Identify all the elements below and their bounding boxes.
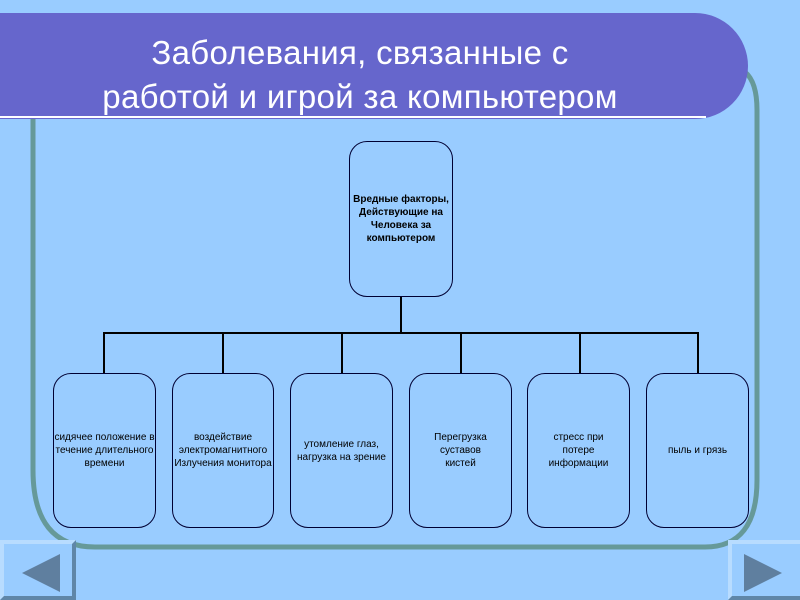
child-node-label: утомление глаз, нагрузка на зрение [297,438,386,463]
title-bar: Заболевания, связанные с работой и игрой… [0,13,748,119]
connector-drop-4 [460,332,462,373]
root-node-label: Вредные факторы, Действующие на Человека… [353,194,449,244]
child-node-label: сидячее положение в течение длительного … [54,432,155,469]
diagram-child-node: утомление глаз, нагрузка на зрение [290,373,393,528]
connector-root-stem [400,296,402,334]
diagram-root-node: Вредные факторы, Действующие на Человека… [349,141,453,297]
title-line-2: работой и игрой за компьютером [102,78,618,115]
previous-slide-button[interactable] [0,540,76,600]
connector-drop-5 [579,332,581,373]
connector-drop-1 [103,332,105,373]
diagram-child-node: стресс при потере информации [527,373,630,528]
connector-drop-3 [341,332,343,373]
title-line-1: Заболевания, связанные с [151,34,569,71]
connector-horizontal-bar [103,332,699,334]
diagram-child-node: пыль и грязь [646,373,749,528]
diagram-child-node: Перегрузка суставов кистей [409,373,512,528]
triangle-left-icon [22,554,60,592]
connector-drop-6 [697,332,699,373]
triangle-right-icon [744,554,782,592]
slide-title: Заболевания, связанные с работой и игрой… [0,31,720,119]
title-underline [0,116,706,118]
child-node-label: пыль и грязь [667,445,728,456]
diagram-child-node: воздействие электромагнитного Излучения … [172,373,274,528]
child-node-label: Перегрузка суставов кистей [434,432,487,469]
diagram-child-node: сидячее положение в течение длительного … [53,373,156,528]
next-slide-button[interactable] [728,540,800,600]
child-node-label: стресс при потере информации [548,432,609,469]
connector-drop-2 [222,332,224,373]
child-node-label: воздействие электромагнитного Излучения … [174,432,272,469]
